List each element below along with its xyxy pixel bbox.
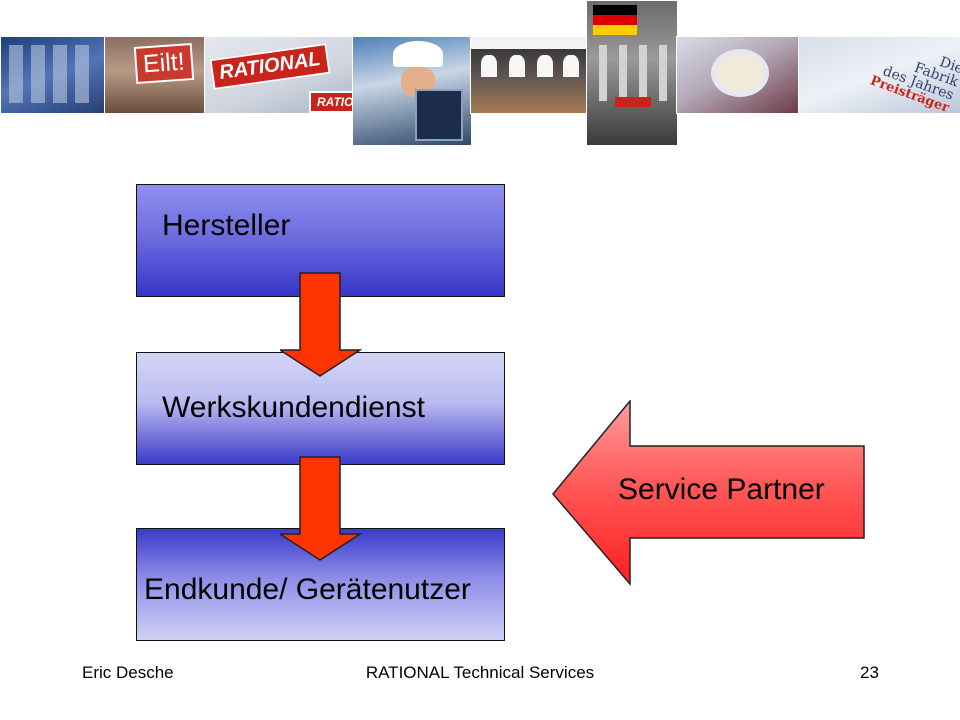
rational-logo-small: RATIONAL [309,91,353,113]
eilt-sign: Eilt! [133,43,194,84]
banner-photo-kitchen [0,36,106,114]
box-werkskundendienst-label: Werkskundendienst [162,391,425,424]
banner-photo-flag: RATIONAL RATIONAL [204,36,354,114]
german-flag-icon [593,5,637,35]
box-hersteller: Hersteller [136,184,505,297]
box-hersteller-label: Hersteller [162,209,291,242]
footer-title: RATIONAL Technical Services [365,663,595,682]
banner-photo-award: Die Fabrik des Jahres Preisträger [798,36,960,114]
banner-photo-eilt: Eilt! [104,36,206,114]
plated-food-icon [717,55,763,91]
banner-photo-building [586,0,678,146]
rational-logo: RATIONAL [209,42,331,91]
page-number: 23 [860,663,879,682]
control-panel-icon [415,89,463,141]
award-document: Die Fabrik des Jahres Preisträger [868,54,960,114]
box-endkunde-label: Endkunde/ Gerätenutzer [144,573,471,606]
banner-photo-dish [676,36,800,114]
banner-photo-chefs-team [470,36,588,114]
down-arrow-icon [280,272,362,377]
banner-photo-chef [352,36,472,146]
service-partner-arrow [552,400,865,587]
service-partner-label: Service Partner [618,473,825,506]
down-arrow-icon [280,456,362,561]
footer-author: Eric Desche [82,663,174,682]
